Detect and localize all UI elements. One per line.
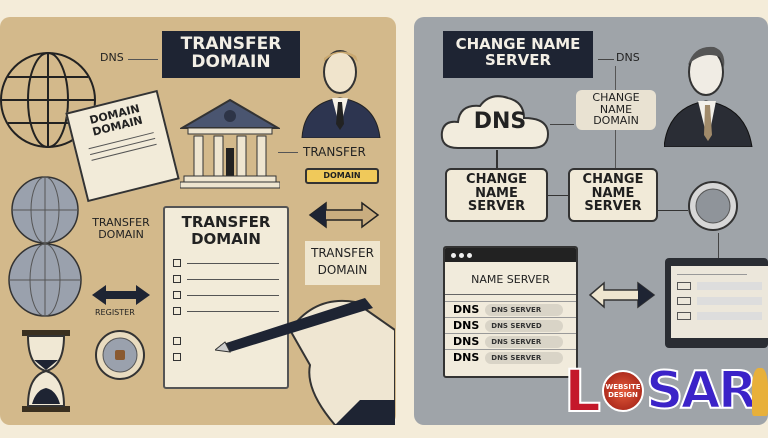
transfer-domain-title: TRANSFER DOMAIN	[162, 31, 300, 78]
dns-cloud-label: DNS	[473, 109, 527, 134]
domain-badge: DOMAIN	[305, 168, 379, 184]
register-label: REGISTER	[95, 308, 135, 317]
transfer-domain-box: TRANSFER DOMAIN	[305, 241, 380, 285]
connector-line	[658, 210, 688, 211]
dial-icon	[95, 330, 145, 380]
change-name-server-box-2: CHANGE NAME SERVER	[568, 168, 658, 222]
connector-line	[718, 233, 719, 258]
window-titlebar	[445, 248, 576, 262]
table-row: DNS DNS SERVER	[445, 349, 576, 365]
person-icon-right	[664, 46, 753, 147]
table-row: DNS DNS SERVER	[445, 301, 576, 317]
bank-icon	[180, 98, 280, 189]
monitor-icon	[665, 258, 768, 348]
row-key: DNS	[453, 335, 480, 349]
connector-line	[278, 152, 298, 153]
dns-label: DNS	[100, 51, 124, 64]
connector-line	[496, 150, 498, 168]
mascot-icon	[752, 368, 768, 416]
row-value: DNS SERVER	[485, 303, 564, 316]
person-icon	[301, 50, 381, 138]
change-name-domain-box: CHANGE NAME DOMAIN	[576, 90, 656, 130]
row-key: DNS	[453, 303, 480, 317]
row-key: DNS	[453, 319, 480, 333]
double-arrow-icon	[92, 285, 150, 305]
row-value: DNS SERVER	[485, 351, 564, 364]
ring-icon	[688, 181, 738, 231]
hourglass-icon	[22, 330, 70, 412]
globe-icon	[0, 52, 96, 148]
change-name-server-box-1: CHANGE NAME SERVER	[445, 168, 548, 222]
connector-line	[598, 59, 614, 60]
connector-line	[548, 195, 568, 196]
logo-letters-sar: SAR	[645, 361, 759, 421]
table-row: DNS DNS SERVER	[445, 333, 576, 349]
transfer-form-document: TRANSFER DOMAIN	[163, 206, 289, 389]
change-name-server-title: CHANGE NAME SERVER	[443, 31, 593, 78]
table-row: DNS DNS SERVED	[445, 317, 576, 333]
side-transfer-domain-label: TRANSFER DOMAIN	[92, 216, 150, 242]
hand-pen-icon	[215, 298, 395, 425]
connector-line	[128, 59, 158, 60]
globe-filled-icon	[8, 176, 82, 317]
window-title: NAME SERVER	[445, 262, 576, 296]
transfer-label: TRANSFER	[303, 145, 366, 159]
connector-line	[550, 124, 574, 125]
dns-cloud-icon	[440, 95, 550, 149]
dns-label-right: DNS	[616, 51, 640, 64]
row-value: DNS SERVED	[485, 319, 564, 332]
exchange-arrow-icon	[308, 201, 380, 229]
row-value: DNS SERVER	[485, 335, 564, 348]
logo-letter-l: L	[563, 357, 602, 425]
form-title: TRANSFER DOMAIN	[181, 213, 271, 248]
exchange-arrow-right-icon	[588, 281, 656, 309]
row-key: DNS	[453, 351, 480, 365]
